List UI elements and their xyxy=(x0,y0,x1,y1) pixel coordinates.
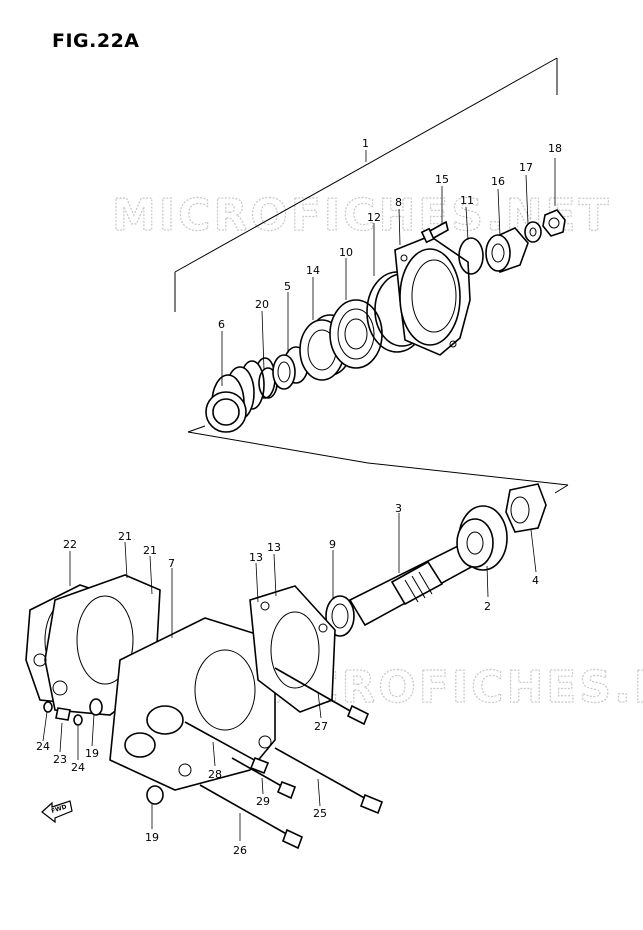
callout-6: 6 xyxy=(218,318,225,331)
callout-21a: 21 xyxy=(118,530,132,543)
callout-3: 3 xyxy=(395,502,402,515)
part-26-bolt xyxy=(199,784,304,850)
callout-26: 26 xyxy=(233,844,247,857)
part-3-shaft xyxy=(348,543,477,627)
callout-10: 10 xyxy=(339,246,353,259)
part-17-washer xyxy=(524,221,542,243)
case-assembly xyxy=(25,574,336,805)
callout-13b: 13 xyxy=(267,541,281,554)
figure-title: FIG.22A xyxy=(52,30,140,52)
callout-21b: 21 xyxy=(143,544,157,557)
part-24-ring xyxy=(43,701,53,713)
callout-8: 8 xyxy=(395,196,402,209)
callout-1: 1 xyxy=(362,137,369,150)
part-11-ring xyxy=(458,237,484,275)
callout-15: 15 xyxy=(435,173,449,186)
callout-19a: 19 xyxy=(85,747,99,760)
part-28-bolt xyxy=(184,721,270,775)
part-27-bolt xyxy=(274,667,370,726)
part-9-bearing xyxy=(325,595,355,637)
callout-16: 16 xyxy=(491,175,505,188)
part-19-washer xyxy=(89,698,103,716)
callout-25: 25 xyxy=(313,807,327,820)
callout-24b: 24 xyxy=(71,761,85,774)
callout-12: 12 xyxy=(367,211,381,224)
leader-lines xyxy=(42,158,556,841)
assembly-bracket xyxy=(174,57,569,494)
part-8-housing xyxy=(394,235,471,356)
part-4-coupler xyxy=(505,483,547,533)
callout-20: 20 xyxy=(255,298,269,311)
callout-24a: 24 xyxy=(36,740,50,753)
callout-28: 28 xyxy=(208,768,222,781)
callout-22: 22 xyxy=(63,538,77,551)
part-18-nut xyxy=(542,209,566,237)
part-5-collar xyxy=(272,346,309,390)
callout-11: 11 xyxy=(460,194,474,207)
callout-7: 7 xyxy=(168,557,175,570)
callout-13a: 13 xyxy=(249,551,263,564)
callout-23: 23 xyxy=(53,753,67,766)
callout-17: 17 xyxy=(519,161,533,174)
callout-2: 2 xyxy=(484,600,491,613)
bolts xyxy=(184,667,384,850)
callout-18: 18 xyxy=(548,142,562,155)
part-29-bolt xyxy=(231,757,297,800)
callout-5: 5 xyxy=(284,280,291,293)
part-25-bolt xyxy=(274,747,384,815)
part-24-ring-b xyxy=(73,714,83,726)
callout-27: 27 xyxy=(314,720,328,733)
callout-19b: 19 xyxy=(145,831,159,844)
callout-29: 29 xyxy=(256,795,270,808)
callout-9: 9 xyxy=(329,538,336,551)
fwd-label: FWD xyxy=(50,803,67,815)
callouts: 1 2 3 4 5 6 7 8 9 10 11 12 13 13 14 15 1… xyxy=(36,137,562,857)
shaft-assembly xyxy=(325,483,547,637)
part-2-gear xyxy=(456,505,508,571)
callout-14: 14 xyxy=(306,264,320,277)
callout-4: 4 xyxy=(532,574,539,587)
part-16-coupler xyxy=(485,227,529,273)
upper-assembly xyxy=(205,209,566,433)
fwd-arrow-icon: FWD xyxy=(41,800,73,824)
part-23-pin xyxy=(55,707,71,721)
part-15-bolt xyxy=(420,220,449,244)
part-10-bearing xyxy=(329,299,383,369)
part-19-washer-lower xyxy=(146,785,164,805)
part-7-case xyxy=(109,617,276,791)
